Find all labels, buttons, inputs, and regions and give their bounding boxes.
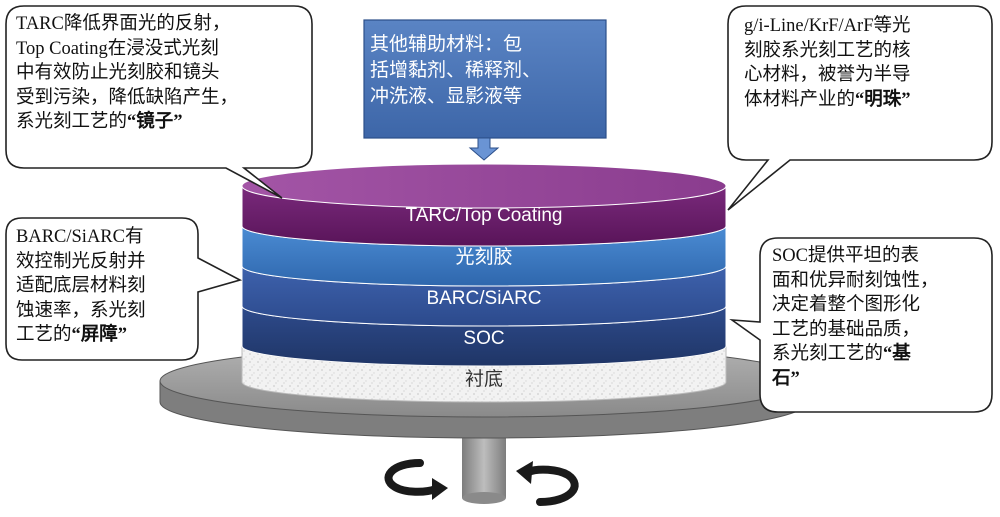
callout-soc-bubble bbox=[729, 237, 993, 413]
tarc-line-4: 受到污染，降低缺陷产生， bbox=[16, 87, 239, 108]
layer-label-substrate: 衬底 bbox=[464, 369, 503, 390]
rotation-arrow-left-icon bbox=[384, 459, 448, 500]
soc-line-6: 石” bbox=[772, 367, 990, 392]
tarc-line-5: 系光刻工艺的“镜子” bbox=[16, 110, 308, 135]
layer-label-photoresist: 光刻胶 bbox=[455, 247, 513, 268]
layer-label-soc: SOC bbox=[463, 328, 505, 349]
tarc-line-3: 中有效防止光刻胶和镜头 bbox=[16, 63, 220, 83]
barc-keyword: “屏障” bbox=[71, 325, 128, 345]
aux-materials-callout bbox=[363, 19, 607, 161]
soc-keyword-part-2: 石” bbox=[772, 368, 800, 389]
tarc-keyword: “镜子” bbox=[127, 112, 183, 132]
tarc-line-5-prefix: 系光刻工艺的 bbox=[16, 112, 128, 132]
callout-barc-text: BARC/SiARC有 效控制光反射并 适配底层材料刻 蚀速率，系光刻 工艺的“… bbox=[16, 225, 196, 348]
callout-tarc-bubble bbox=[5, 5, 313, 199]
tarc-line-1: TARC降低界面光的反射， bbox=[16, 14, 231, 34]
aux-line-1: 其他辅助材料：包 bbox=[370, 34, 523, 55]
aux-materials-text: 其他辅助材料：包 括增黏剂、稀释剂、 冲洗液、显影液等 bbox=[370, 32, 606, 110]
barc-line-2: 效控制光反射并 bbox=[16, 251, 146, 272]
barc-line-1: BARC/SiARC有 bbox=[16, 227, 144, 247]
soc-keyword-part-1: “基 bbox=[883, 344, 911, 364]
layer-label-barc: BARC/SiARC bbox=[426, 288, 542, 309]
callout-photoresist-bubble bbox=[727, 5, 993, 211]
barc-line-3: 适配底层材料刻 bbox=[16, 276, 146, 296]
callout-barc-bubble bbox=[5, 217, 243, 361]
photoresist-line-1: g/i-Line/KrF/ArF等光 bbox=[744, 16, 911, 36]
photoresist-line-4-prefix: 体材料产业的 bbox=[744, 89, 856, 110]
aux-line-2: 括增黏剂、稀释剂、 bbox=[370, 60, 542, 81]
callout-tarc-text: TARC降低界面光的反射， Top Coating在浸没式光刻 中有效防止光刻胶… bbox=[16, 12, 308, 135]
soc-line-1: SOC提供平坦的表 bbox=[772, 246, 919, 266]
barc-line-4: 蚀速率，系光刻 bbox=[16, 300, 146, 321]
spindle-base bbox=[462, 492, 506, 504]
callout-soc-text: SOC提供平坦的表 面和优异耐刻蚀性， 决定着整个图形化 工艺的基础品质， 系光… bbox=[772, 244, 990, 391]
barc-line-5: 工艺的“屏障” bbox=[16, 323, 196, 348]
photoresist-line-4: 体材料产业的“明珠” bbox=[744, 88, 988, 113]
aux-line-3: 冲洗液、显影液等 bbox=[370, 86, 523, 107]
barc-line-5-prefix: 工艺的 bbox=[16, 325, 72, 345]
photoresist-keyword: “明珠” bbox=[855, 89, 911, 110]
rotation-arrow-right-icon bbox=[516, 461, 579, 506]
soc-line-5-prefix: 系光刻工艺的 bbox=[772, 344, 884, 364]
tarc-line-2: Top Coating在浸没式光刻 bbox=[16, 38, 219, 59]
soc-line-3: 决定着整个图形化 bbox=[772, 295, 921, 315]
callout-photoresist-text: g/i-Line/KrF/ArF等光 刻胶系光刻工艺的核 心材料，被誉为半导 体… bbox=[744, 14, 988, 112]
layer-tarc-top-coating bbox=[241, 163, 727, 247]
soc-line-4: 工艺的基础品质， bbox=[772, 319, 921, 340]
photoresist-line-3: 心材料，被誉为半导 bbox=[744, 65, 911, 85]
layer-label-tarc: TARC/Top Coating bbox=[405, 205, 563, 226]
photoresist-line-2: 刻胶系光刻工艺的核 bbox=[744, 40, 911, 61]
soc-line-5: 系光刻工艺的“基 bbox=[772, 342, 990, 367]
soc-line-2: 面和优异耐刻蚀性， bbox=[772, 270, 939, 291]
